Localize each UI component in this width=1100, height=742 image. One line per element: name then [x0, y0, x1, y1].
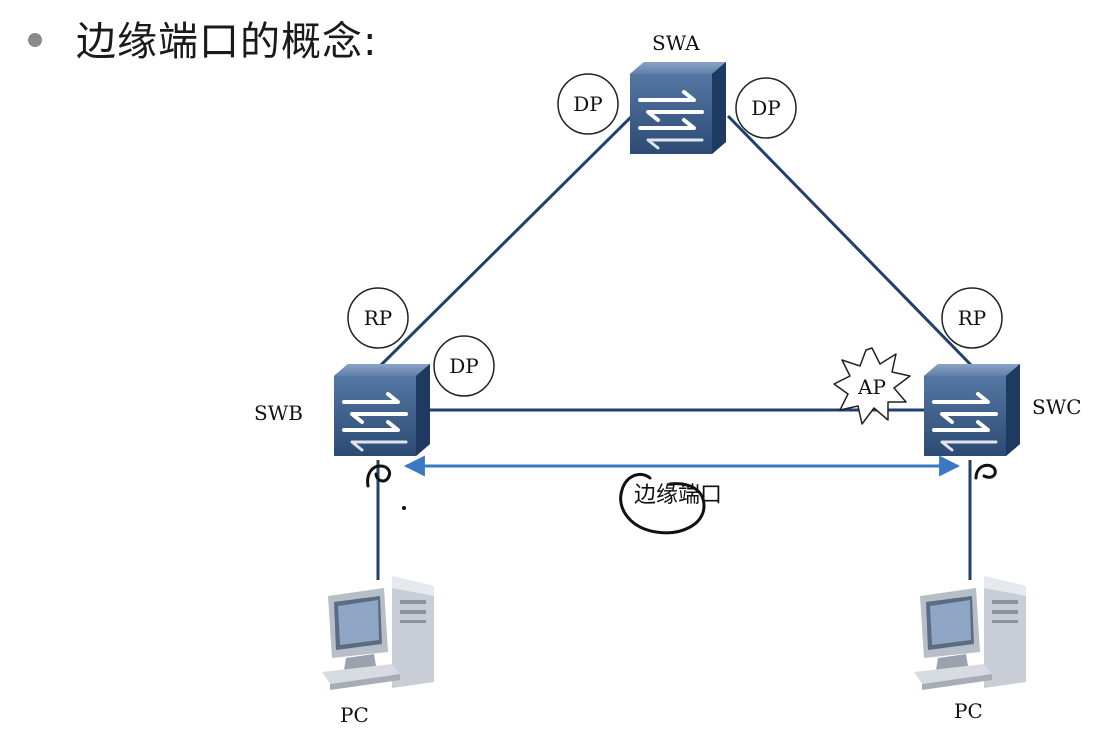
pc-icon [322, 576, 434, 690]
page-title: 边缘端口的概念: [76, 19, 378, 65]
swb-label: SWB [254, 401, 303, 425]
annotation-circle [619, 473, 706, 535]
port-role-label: RP [958, 306, 987, 330]
port-ap-swc: AP [833, 347, 911, 425]
link-swa-swc [726, 114, 974, 368]
port-role-label: RP [364, 306, 393, 330]
port-role-label: DP [449, 354, 479, 378]
link-swa-swb [378, 114, 634, 368]
annotation-dot [402, 506, 406, 510]
title-row: 边缘端口的概念: [28, 8, 377, 68]
port-dp-swa-right: DP [735, 77, 797, 139]
port-role-label: DP [573, 92, 603, 116]
pc-icon [914, 576, 1026, 690]
bullet-icon [28, 33, 42, 47]
switch-icon [922, 362, 1022, 458]
edge-port-label: 边缘端口 [634, 483, 722, 508]
port-dp-swa-left: DP [557, 73, 619, 135]
switch-icon [332, 362, 432, 458]
starburst-icon [833, 347, 911, 425]
port-role-label: AP [857, 375, 886, 399]
port-rp-swc: RP [941, 287, 1003, 349]
swc-label: SWC [1032, 395, 1082, 419]
swa-label: SWA [652, 31, 700, 55]
annotation-mark [366, 464, 392, 488]
annotation-mark [974, 463, 997, 480]
switch-icon [628, 60, 728, 156]
port-dp-swb-right: DP [433, 335, 495, 397]
port-role-label: DP [751, 96, 781, 120]
pc-left-label: PC [340, 703, 369, 727]
pc-right-label: PC [954, 699, 983, 723]
port-rp-swb: RP [347, 287, 409, 349]
